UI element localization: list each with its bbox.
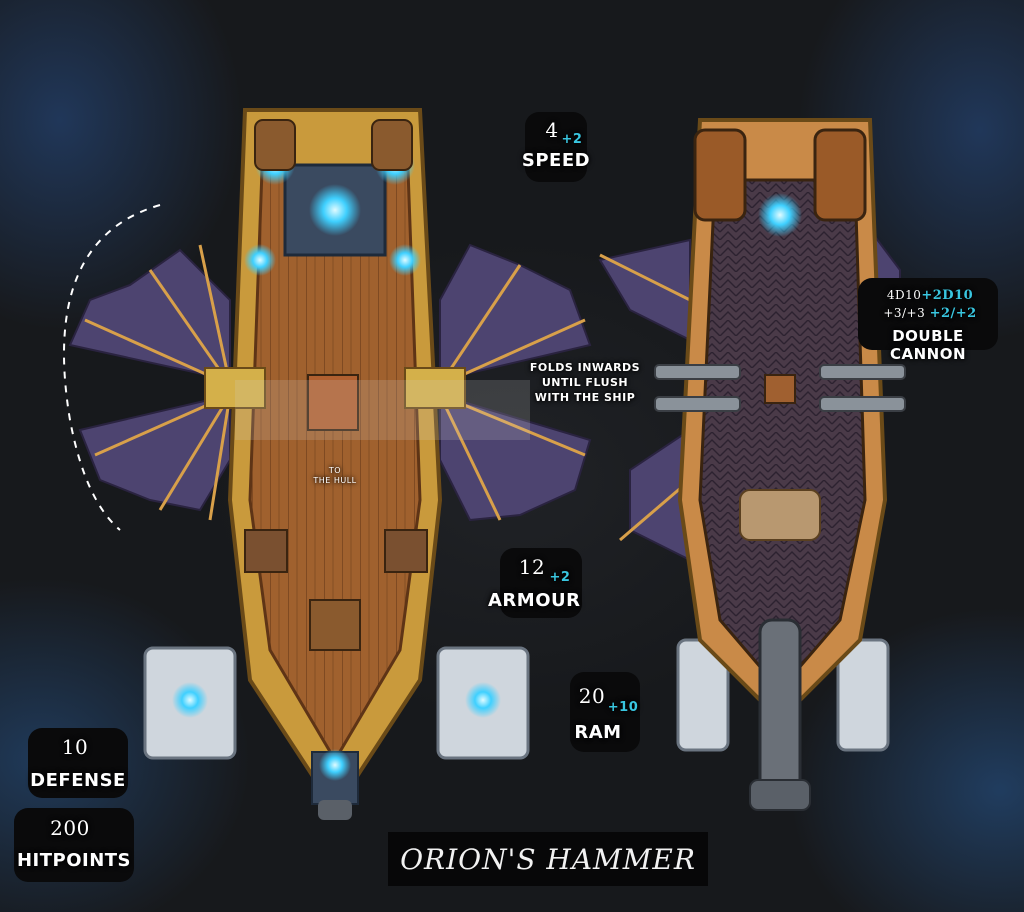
hitpoints-badge bbox=[14, 808, 134, 882]
hatch-note-line2: THE HULL bbox=[313, 476, 357, 485]
fold-note: FOLDS INWARDS UNTIL FLUSH WITH THE SHIP bbox=[520, 360, 650, 405]
armour-label: ARMOUR bbox=[488, 590, 581, 611]
cannon-label: DOUBLE CANNON bbox=[889, 327, 967, 363]
defense-value: 10 bbox=[61, 735, 89, 759]
hitpoints-label: HITPOINTS bbox=[16, 850, 132, 871]
fold-note-line3: WITH THE SHIP bbox=[534, 391, 636, 404]
cannon-damage-line: 4D10+2D10 bbox=[870, 288, 990, 303]
ram-value: 20 bbox=[578, 684, 606, 708]
left-ship-hull bbox=[204, 108, 530, 820]
ram-badge bbox=[570, 672, 640, 752]
defense-badge bbox=[28, 728, 128, 798]
speed-label: SPEED bbox=[521, 150, 591, 171]
left-ship-pods bbox=[143, 646, 530, 760]
hitpoints-value: 200 bbox=[50, 816, 90, 840]
cannon-damage: 4D10 bbox=[886, 288, 922, 302]
cannon-hit-bonus: +2/+2 bbox=[929, 306, 977, 321]
fold-arc bbox=[63, 204, 161, 531]
fold-note-line2: UNTIL FLUSH bbox=[541, 376, 629, 389]
armour-value: 12 bbox=[518, 555, 546, 579]
cannon-hit-line: +3/+3 +2/+2 bbox=[870, 306, 990, 321]
hatch-note: TO THE HULL bbox=[300, 466, 370, 486]
cannon-hit: +3/+3 bbox=[883, 306, 926, 320]
fold-note-line1: FOLDS INWARDS bbox=[529, 361, 641, 374]
armour-bonus: +2 bbox=[549, 570, 571, 585]
speed-bonus: +2 bbox=[561, 132, 583, 147]
defense-label: DEFENSE bbox=[30, 770, 126, 791]
speed-value: 4 bbox=[545, 118, 559, 142]
cannon-damage-bonus: +2D10 bbox=[921, 288, 974, 303]
armour-badge bbox=[500, 548, 582, 618]
hatch-note-line1: TO bbox=[328, 466, 342, 475]
right-ship-hull bbox=[654, 118, 906, 811]
speed-badge bbox=[525, 112, 587, 182]
ram-bonus: +10 bbox=[607, 700, 639, 715]
cannon-badge bbox=[858, 278, 998, 350]
ram-label: RAM bbox=[574, 722, 622, 743]
ship-title: ORION'S HAMMER bbox=[388, 832, 708, 886]
left-ship-starboard-sail bbox=[438, 243, 592, 522]
